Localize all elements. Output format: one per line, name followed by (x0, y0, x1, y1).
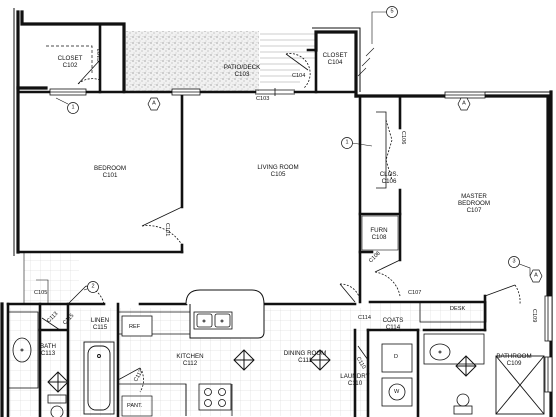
room-name: BATHROOM (496, 353, 532, 360)
door-tag-c105: C105 (34, 290, 48, 296)
callout-leaders (55, 11, 531, 291)
room-code: C106 (381, 178, 397, 185)
room-name: LAUNDRY (340, 373, 370, 380)
tile-floor-entry (24, 252, 79, 308)
closet-bifold-c106 (376, 111, 393, 189)
bath-vanity-c113 (7, 311, 39, 389)
range-stove (198, 383, 232, 411)
room-code: C103 (234, 71, 250, 78)
room-name: COATS (382, 317, 404, 324)
section-marker-a1: A (152, 100, 156, 107)
callout-circles (67, 6, 520, 293)
door-tag-c106: C106 (400, 131, 406, 145)
room-code: C107 (466, 207, 482, 214)
callout-marker-2: 2 (91, 283, 95, 290)
door-tag-c104: C104 (292, 73, 306, 79)
room-name: CLOSET (322, 52, 348, 59)
room-code: C105 (270, 171, 286, 178)
room-name: CLOSET (57, 55, 83, 62)
door-tag-c103: C103 (256, 96, 270, 102)
closet-c102-shelf (46, 45, 93, 74)
desk-c107 (419, 301, 487, 323)
pantry-label: PANT. (127, 403, 143, 409)
door-tag-c109: C109 (531, 309, 537, 323)
room-code: C111 (298, 357, 312, 364)
bath-vanity-c109 (423, 333, 485, 365)
refrigerator-label: REF (129, 324, 141, 330)
room-name: KITCHEN (176, 353, 204, 360)
pantry (121, 395, 153, 417)
room-code: C113 (40, 350, 56, 357)
callout-marker-1b: 1 (345, 139, 349, 146)
room-code: C108 (371, 234, 387, 241)
room-name: DINING ROOM (283, 350, 327, 357)
room-name: MASTER BEDROOM (458, 193, 490, 207)
callout-marker-1a: 1 (71, 104, 75, 111)
washer-dryer (381, 343, 413, 407)
exterior-wall-double-lines (13, 8, 553, 300)
patio-gravel (124, 31, 259, 91)
room-name: FURN (370, 227, 388, 234)
room-code: C104 (327, 59, 343, 66)
callout-marker-3: 3 (512, 258, 516, 265)
dryer-label: D (394, 354, 399, 360)
furnace-closet (361, 215, 399, 251)
door-tag-c107: C107 (408, 290, 422, 296)
room-name: LIVING ROOM (257, 164, 299, 171)
room-name: BEDROOM (94, 165, 126, 172)
section-marker-a3: A (534, 272, 538, 279)
room-code: C102 (62, 62, 78, 69)
patio-deck-boards (260, 33, 316, 83)
room-closet-c106: CLOS.C106 (380, 171, 399, 185)
ceiling-light-fixtures (47, 349, 477, 393)
callout-marker-5: 5 (390, 8, 394, 15)
room-name: CLOS. (379, 171, 399, 178)
exterior-walls (0, 10, 553, 417)
room-name: LINEN (90, 317, 110, 324)
shower-c109 (495, 355, 545, 415)
room-code: C109 (506, 360, 522, 367)
windows (49, 88, 553, 393)
room-code: C110 (347, 380, 363, 387)
hall-line (36, 279, 49, 304)
door-tag-c102: C102 (97, 48, 103, 62)
toilet-c109 (453, 393, 473, 415)
room-code: C115 (92, 324, 108, 331)
interior-walls (6, 24, 487, 417)
bathtub (83, 341, 115, 415)
refrigerator (121, 315, 153, 337)
door-swings (41, 53, 521, 393)
door-tag-c114: C114 (358, 315, 371, 321)
tile-floor-hall (368, 302, 483, 332)
room-code: C114 (385, 324, 401, 331)
washer-label: W (394, 389, 400, 395)
room-code: C112 (182, 360, 198, 367)
patio-sliding-door (255, 88, 295, 96)
tile-floor-bath (8, 308, 118, 416)
room-code: C101 (102, 172, 118, 179)
door-tag-c101: C101 (164, 223, 170, 237)
toilet-c113 (47, 394, 67, 417)
room-name: PATIO/DECK (223, 64, 261, 71)
kitchen-sink (193, 311, 233, 330)
room-name: BATH (39, 343, 57, 350)
desk-label: DESK (450, 306, 466, 312)
section-marker-a2: A (462, 100, 466, 107)
section-hexagons (147, 97, 543, 283)
